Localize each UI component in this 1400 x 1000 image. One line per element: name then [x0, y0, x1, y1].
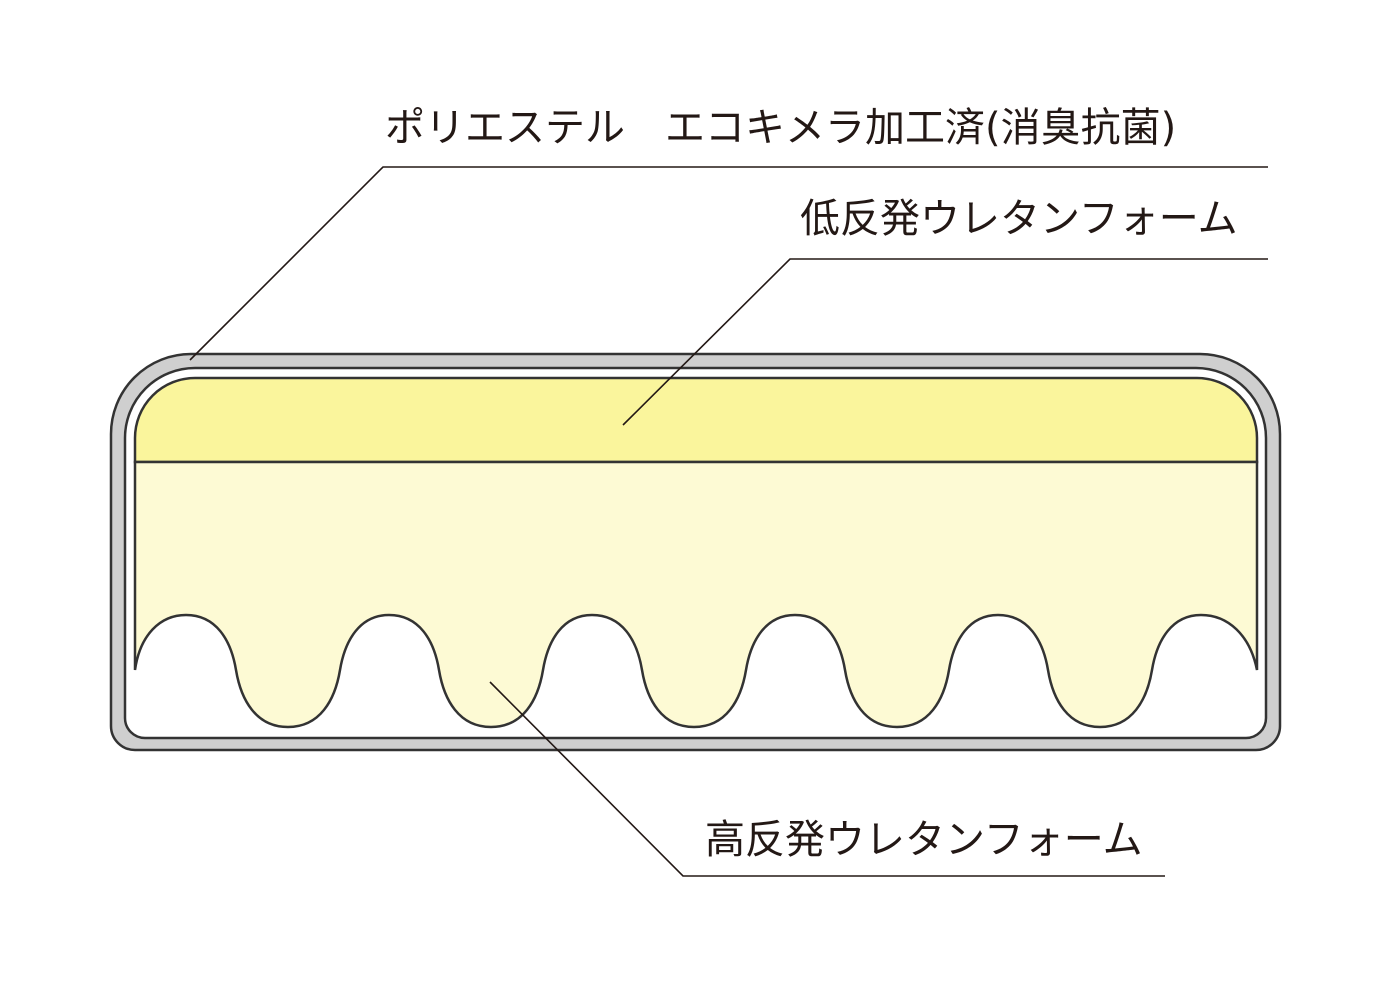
high-rebound-foam-layer [133, 460, 1259, 729]
high-rebound-foam-label: 高反発ウレタンフォーム [705, 817, 1143, 863]
cover-label: ポリエステル エコキメラ加工済(消臭抗菌) [385, 105, 1177, 151]
low-rebound-foam-layer [133, 376, 1259, 464]
high-rebound-leader-line [489, 681, 1165, 877]
low-rebound-foam-label: 低反発ウレタンフォーム [800, 196, 1238, 242]
low-rebound-leader-line [622, 258, 1268, 426]
cover-leader-line [189, 166, 1268, 361]
